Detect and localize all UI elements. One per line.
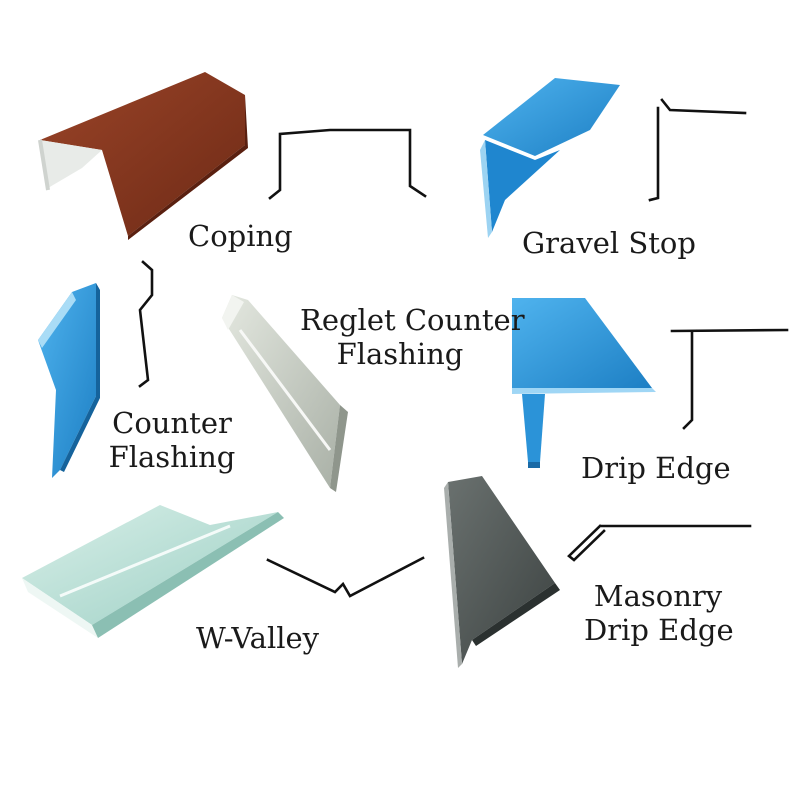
counter-flashing-profile	[138, 260, 154, 388]
label-reglet-line-2: Flashing	[336, 337, 464, 371]
coping-piece	[38, 72, 248, 240]
drip-edge-profile-top	[670, 328, 789, 333]
label-counter-flashing-line-2: Flashing	[108, 440, 236, 474]
reglet-counter-flashing-piece	[222, 295, 348, 492]
label-counter-flashing: Counter Flashing	[102, 406, 242, 474]
label-masonry-line-1: Masonry	[593, 579, 723, 613]
label-gravel-stop: Gravel Stop	[522, 226, 696, 260]
label-drip-edge-line-1: Drip Edge	[581, 451, 731, 485]
w-valley-piece	[22, 505, 284, 638]
label-coping-line-1: Coping	[188, 219, 293, 253]
label-counter-flashing-line-1: Counter	[112, 406, 232, 440]
label-masonry-drip-edge: Masonry Drip Edge	[584, 579, 734, 647]
label-masonry-line-2: Drip Edge	[584, 613, 734, 647]
coping-profile	[268, 128, 427, 200]
w-valley-profile	[266, 556, 425, 598]
masonry-drip-edge-piece	[444, 476, 560, 668]
label-coping: Coping	[188, 219, 293, 253]
label-w-valley: W-Valley	[196, 621, 319, 655]
counter-flashing-piece	[38, 283, 100, 478]
masonry-drip-edge-profile-bend	[567, 524, 606, 562]
drip-edge-profile-drop	[682, 331, 694, 430]
label-reglet-counter-flashing: Reglet Counter Flashing	[300, 303, 525, 371]
gravel-stop-piece	[480, 78, 620, 238]
label-reglet-line-1: Reglet Counter	[300, 303, 525, 337]
drip-edge-piece	[512, 298, 656, 468]
label-w-valley-line-1: W-Valley	[196, 621, 320, 655]
gravel-stop-profile	[660, 98, 747, 115]
label-drip-edge: Drip Edge	[581, 451, 731, 485]
gravel-stop-profile-drop	[648, 106, 660, 202]
label-gravel-stop-line-1: Gravel Stop	[522, 226, 696, 260]
